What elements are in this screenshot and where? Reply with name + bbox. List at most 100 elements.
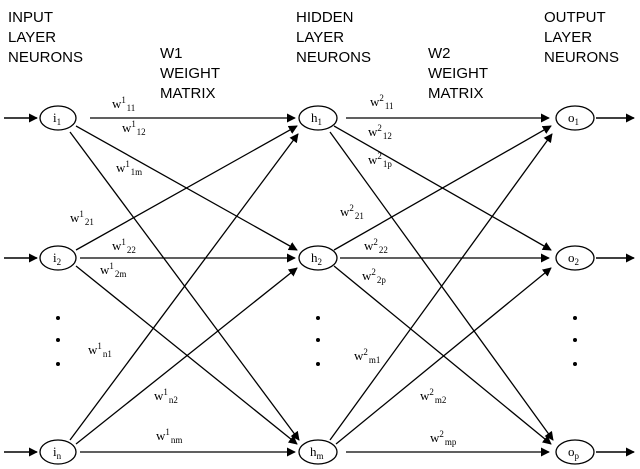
weight-subscript: 21: [355, 211, 364, 221]
w2-header-line-2: WEIGHT: [428, 65, 488, 82]
output-node-1: o1: [555, 105, 595, 131]
weight-subscript: n1: [103, 349, 112, 359]
hidden-node-2: h2: [298, 245, 338, 271]
weight-label-w2-m2: w2m2: [420, 387, 446, 405]
edge-i2-h1: [75, 125, 298, 251]
weight-base: w: [154, 388, 164, 403]
node-subscript: 2: [318, 257, 323, 267]
weight-label-w1-12: w112: [122, 119, 146, 137]
node-subscript: 2: [575, 257, 580, 267]
node-subscript: p: [575, 451, 580, 461]
weight-label-w1-n2: w1n2: [154, 387, 178, 405]
input-header-line-3: NEURONS: [8, 49, 84, 66]
output-layer-header: OUTPUT LAYER NEURONS: [544, 8, 619, 68]
weight-subscript: mp: [445, 437, 457, 447]
input-header-line-2: LAYER: [8, 29, 57, 46]
weight-superscript: 1: [125, 159, 129, 169]
w1-header-line-3: MATRIX: [160, 85, 216, 102]
svg-text:in: in: [53, 444, 62, 461]
node-label: i: [53, 110, 57, 125]
weight-label-w1-2m: w12m: [100, 261, 126, 279]
weight-subscript: nm: [171, 435, 183, 445]
edge-in-h1: [69, 133, 299, 441]
weight-label-w1-n1: w1n1: [88, 341, 112, 359]
edge-hm-o1: [329, 133, 553, 441]
node-label: h: [311, 110, 318, 125]
edge-h2-o1: [333, 125, 552, 251]
svg-text:o2: o2: [568, 250, 579, 267]
weight-base: w: [340, 204, 350, 219]
weight-base: w: [112, 238, 122, 253]
weight-superscript: 2: [349, 203, 354, 213]
weight-label-w2-1p: w21p: [368, 151, 392, 169]
weight-superscript: 1: [165, 427, 170, 437]
w1-header-line-2: WEIGHT: [160, 65, 220, 82]
weight-subscript: 11: [385, 101, 394, 111]
weight-superscript: 1: [79, 209, 84, 219]
weight-subscript: 1m: [131, 167, 143, 177]
hidden-node-1: h1: [298, 105, 338, 131]
weight-subscript: m2: [435, 395, 447, 405]
input-node-1: i1: [39, 105, 77, 131]
w1-matrix-header: W1 WEIGHT MATRIX: [160, 44, 220, 104]
weight-base: w: [88, 342, 98, 357]
node-subscript: m: [317, 451, 324, 461]
weight-subscript: 2m: [115, 269, 127, 279]
weight-label-w2-22: w222: [364, 237, 388, 255]
output-header-line-3: NEURONS: [544, 49, 620, 66]
weight-superscript: 1: [121, 237, 126, 247]
weight-base: w: [364, 238, 374, 253]
weight-superscript: 1: [163, 387, 168, 397]
node-label: h: [311, 250, 318, 265]
weight-label-w1-nm: w1nm: [156, 427, 182, 445]
weight-superscript: 2: [377, 151, 382, 161]
weight-base: w: [70, 210, 80, 225]
weight-base: w: [116, 160, 126, 175]
weight-base: w: [122, 120, 132, 135]
weight-label-w2-12: w212: [368, 123, 392, 141]
weight-subscript: n2: [169, 395, 178, 405]
weight-superscript: 1: [121, 95, 125, 105]
weight-subscript: 2p: [377, 275, 387, 285]
input-node-n: in: [39, 439, 77, 465]
w1-header-line-1: W1: [160, 45, 183, 62]
weight-subscript: 12: [137, 127, 146, 137]
node-label: o: [568, 110, 575, 125]
node-label: i: [53, 444, 57, 459]
weight-base: w: [100, 262, 110, 277]
edge-in-h2: [75, 267, 298, 445]
weight-label-w2-21: w221: [340, 203, 364, 221]
weight-label-w1-22: w122: [112, 237, 136, 255]
weight-base: w: [430, 430, 440, 445]
node-subscript: 1: [575, 117, 580, 127]
input-node-2: i2: [39, 245, 77, 271]
svg-text:hm: hm: [310, 444, 324, 461]
weight-superscript: 2: [363, 347, 368, 357]
weight-subscript: 1p: [383, 159, 393, 169]
weight-superscript: 1: [131, 119, 135, 129]
weight-subscript: 22: [379, 245, 388, 255]
node-label: o: [568, 444, 575, 459]
weight-label-w1-21: w121: [70, 209, 94, 227]
hidden-node-m: hm: [298, 439, 338, 465]
w2-header-line-1: W2: [428, 45, 451, 62]
weight-superscript: 2: [429, 387, 434, 397]
input-header-line-1: INPUT: [8, 9, 53, 26]
node-label: i: [53, 250, 57, 265]
weight-superscript: 1: [97, 341, 102, 351]
weight-superscript: 2: [439, 429, 444, 439]
node-subscript: n: [57, 451, 62, 461]
input-layer-header: INPUT LAYER NEURONS: [8, 8, 83, 68]
node-subscript: 1: [318, 117, 323, 127]
weight-base: w: [112, 96, 122, 111]
output-ellipsis: [573, 316, 577, 366]
w2-header-line-3: MATRIX: [428, 85, 484, 102]
weight-base: w: [420, 388, 430, 403]
weight-base: w: [156, 428, 166, 443]
hidden-header-line-2: LAYER: [296, 29, 345, 46]
weight-label-w1-1m: w11m: [116, 159, 142, 177]
hidden-ellipsis: [316, 316, 320, 366]
weight-label-w2-2p: w22p: [362, 267, 386, 285]
hidden-header-line-3: NEURONS: [296, 49, 372, 66]
